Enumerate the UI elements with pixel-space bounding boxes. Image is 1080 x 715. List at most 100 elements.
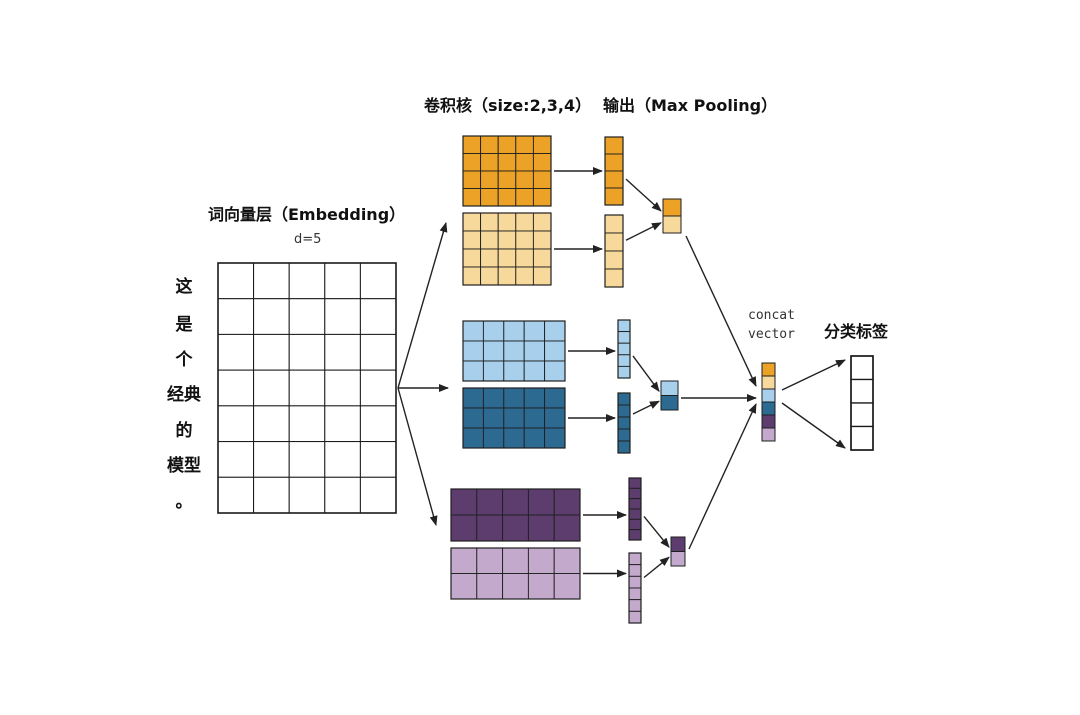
arrow-map-to-pooled [643, 515, 670, 548]
filter-size4-2-cell [532, 266, 552, 286]
filter-size3-2-cell [462, 427, 484, 449]
filter-size3-1-cell [462, 340, 484, 362]
filter-size4-1-cell [462, 170, 482, 189]
filter-size3-2-cell [462, 387, 484, 409]
embedding-matrix-cell [253, 298, 290, 335]
filter-size4-2-cell [515, 266, 534, 286]
filter-size4-2-cell [462, 266, 482, 286]
embedding-matrix-cell [217, 476, 255, 514]
filter-size4-1-cell [532, 135, 552, 154]
embedding-matrix-cell [288, 262, 326, 300]
arrow-map-to-pooled [632, 355, 660, 392]
filter-size3-1 [462, 320, 566, 382]
filter-size4-2 [462, 212, 552, 286]
filter-size2-1-cell [553, 514, 581, 542]
filter-size3-2-cell [462, 407, 484, 429]
filter-size2-1-cell [553, 488, 581, 516]
embedding-matrix-cell [288, 369, 326, 407]
filter-size4-2-cell [462, 230, 482, 250]
arrow-map-to-pooled [632, 400, 660, 415]
filter-size2-2-cell [502, 573, 529, 600]
embedding-matrix-cell [253, 476, 290, 514]
filter-size4-2-cell [480, 248, 499, 268]
embedding-title: 词向量层（Embedding） [208, 205, 406, 224]
filter-size3-2-cell [523, 427, 546, 449]
filter-size3-2-cell [503, 427, 525, 449]
arrow-embedding-to-group [397, 222, 448, 389]
pooled-cell [662, 215, 682, 234]
feature-map-size4-2-cell [604, 268, 624, 288]
filter-size4-1-cell [497, 188, 517, 207]
filter-size2-2-border [450, 547, 581, 600]
embedding-matrix-cell [359, 298, 397, 335]
filter-size3-2-border [462, 387, 566, 449]
sentence-char: 模型 [167, 456, 201, 476]
arrow-pooled-to-concat [688, 403, 757, 550]
output-border [850, 355, 874, 451]
filter-size4-1-cell [515, 135, 534, 154]
dimension-label: d=5 [294, 232, 322, 247]
embedding-matrix-cell [253, 333, 290, 371]
filter-size4-1-cell [480, 153, 499, 172]
filter-size2-2-cell [527, 547, 555, 574]
embedding-matrix-cell [288, 441, 326, 478]
output-cell [850, 355, 874, 381]
filter-size3-1-cell [544, 360, 566, 382]
embedding-matrix-cell [217, 441, 255, 478]
filter-size2-2-cell [553, 547, 581, 574]
filter-size4-1-cell [532, 188, 552, 207]
feature-map-size2-1-border [628, 477, 642, 541]
filter-size2-1 [450, 488, 581, 542]
filter-size3-1-cell [482, 320, 505, 342]
feature-map-size2-1 [628, 477, 642, 541]
filter-size3-2-cell [523, 407, 546, 429]
arrow-concat-to-output [781, 359, 846, 391]
output-cell [850, 378, 874, 404]
filter-size2-1-cell [476, 514, 504, 542]
filter-size2-1-cell [450, 488, 478, 516]
feature-map-size4-2-cell [604, 214, 624, 234]
embedding-matrix-cell [359, 405, 397, 443]
filter-size2-2-cell [476, 547, 504, 574]
filter-size3-2-cell [503, 387, 525, 409]
embedding-matrix-cell [324, 298, 361, 335]
filter-size4-2-cell [532, 248, 552, 268]
filter-size4-2-cell [515, 248, 534, 268]
filter-size3-1-cell [523, 340, 546, 362]
embedding-matrix-cell [253, 441, 290, 478]
filter-size2-2-cell [450, 547, 478, 574]
arrow-map-to-pooled [643, 556, 670, 579]
sentence-char: 这 [175, 277, 193, 297]
embedding-matrix-cell [253, 405, 290, 443]
filter-size3-1-cell [544, 340, 566, 362]
filter-size3-2-cell [503, 407, 525, 429]
filter-size4-2-border [462, 212, 552, 286]
filter-size4-1-cell [462, 188, 482, 207]
feature-map-size2-2-cell [628, 552, 642, 566]
feature-map-size4-1-cell [604, 187, 624, 206]
arrow-map-to-pooled [625, 178, 662, 212]
sentence-char: 经典 [167, 385, 201, 405]
filter-size3-2-cell [544, 387, 566, 409]
feature-map-size4-2-cell [604, 232, 624, 252]
filter-size4-2-cell [515, 212, 534, 232]
filter-size4-2-cell [515, 230, 534, 250]
filter-size3-1-cell [503, 320, 525, 342]
feature-map-size2-1-cell [628, 498, 642, 510]
output-cell [850, 402, 874, 428]
embedding-matrix-cell [288, 405, 326, 443]
feature-map-size3-1 [617, 319, 631, 379]
filter-size4-1-cell [532, 153, 552, 172]
filter-size4-2-cell [480, 230, 499, 250]
feature-map-size2-1-cell [628, 508, 642, 520]
embedding-matrix-cell [359, 476, 397, 514]
filter-size4-1-cell [497, 135, 517, 154]
filter-size4-1-cell [480, 135, 499, 154]
filter-size4-1-cell [497, 153, 517, 172]
feature-map-size3-1-cell [617, 331, 631, 344]
filter-size2-1-cell [476, 488, 504, 516]
feature-map-size3-2 [617, 392, 631, 454]
filter-size3-2 [462, 387, 566, 449]
feature-map-size4-1-cell [604, 136, 624, 155]
